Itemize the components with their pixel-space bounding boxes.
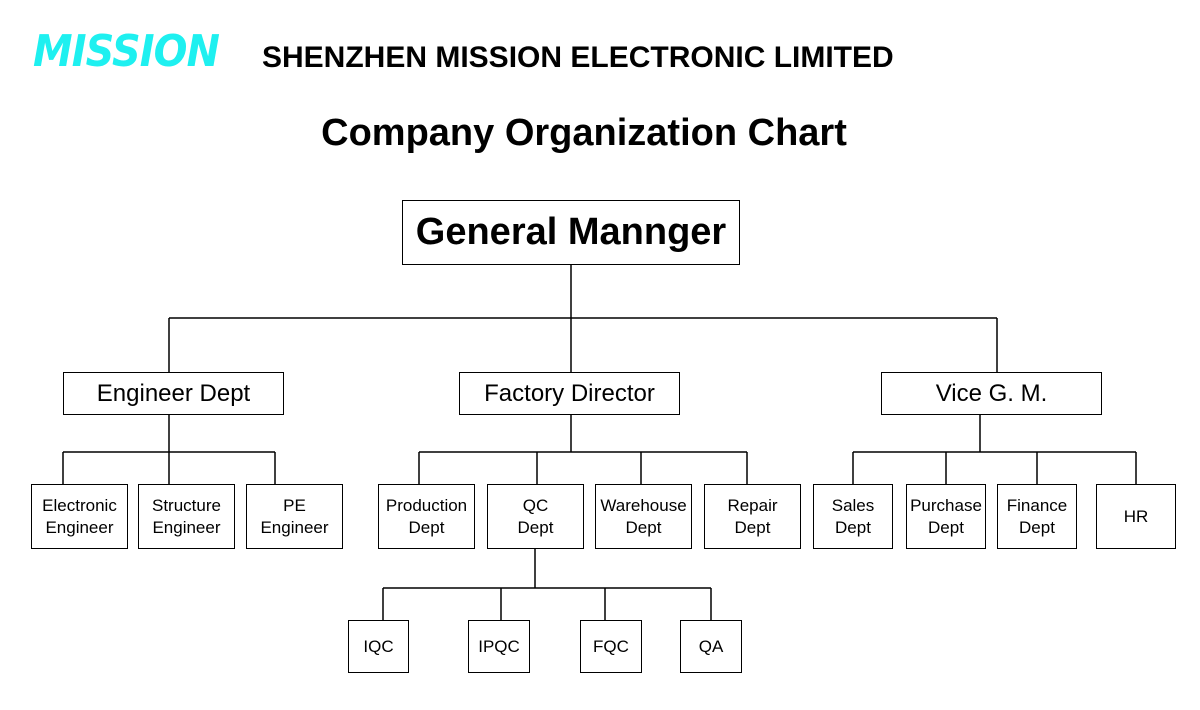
mission-logo: MISSION <box>33 28 220 72</box>
node-general-manager: General Mannger <box>402 200 740 265</box>
node-repair-dept: Repair Dept <box>704 484 801 549</box>
node-sales-dept: Sales Dept <box>813 484 893 549</box>
node-production-dept: Production Dept <box>378 484 475 549</box>
node-warehouse-dept: Warehouse Dept <box>595 484 692 549</box>
node-label: IQC <box>363 636 394 656</box>
node-label: Electronic Engineer <box>42 495 117 537</box>
node-hr: HR <box>1096 484 1176 549</box>
node-label: QC Dept <box>517 495 554 537</box>
node-vice-gm: Vice G. M. <box>881 372 1102 415</box>
node-factory-director: Factory Director <box>459 372 680 415</box>
node-iqc: IQC <box>348 620 409 673</box>
node-purchase-dept: Purchase Dept <box>906 484 986 549</box>
node-label: Vice G. M. <box>935 379 1048 407</box>
node-label: Production Dept <box>385 495 468 537</box>
node-qa: QA <box>680 620 742 673</box>
company-name: SHENZHEN MISSION ELECTRONIC LIMITED <box>262 41 894 74</box>
node-label: FQC <box>593 636 629 656</box>
node-label: PE Engineer <box>260 495 329 537</box>
node-engineer-dept: Engineer Dept <box>63 372 284 415</box>
node-finance-dept: Finance Dept <box>997 484 1077 549</box>
node-pe-engineer: PE Engineer <box>246 484 343 549</box>
node-label: Repair Dept <box>727 495 778 537</box>
node-label: Factory Director <box>484 379 655 407</box>
node-structure-engineer: Structure Engineer <box>138 484 235 549</box>
node-fqc: FQC <box>580 620 642 673</box>
node-label: Engineer Dept <box>96 379 251 407</box>
node-label: Sales Dept <box>831 495 875 537</box>
node-label: IPQC <box>478 636 520 656</box>
node-label: HR <box>1123 506 1149 526</box>
node-label: General Mannger <box>415 211 727 253</box>
node-ipqc: IPQC <box>468 620 530 673</box>
node-label: Purchase Dept <box>910 495 982 537</box>
node-label: Finance Dept <box>1006 495 1068 537</box>
node-qc-dept: QC Dept <box>487 484 584 549</box>
svg-text:MISSION: MISSION <box>33 28 219 72</box>
node-electronic-engineer: Electronic Engineer <box>31 484 128 549</box>
node-label: Structure Engineer <box>152 495 221 537</box>
chart-title: Company Organization Chart <box>321 112 847 154</box>
node-label: Warehouse Dept <box>600 495 687 537</box>
node-label: QA <box>698 636 724 656</box>
